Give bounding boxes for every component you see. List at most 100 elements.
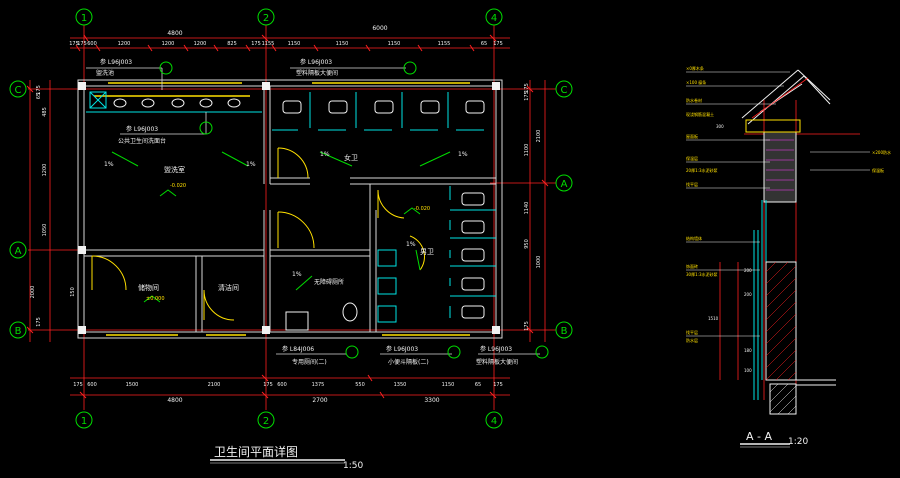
ref-4b: 专用厕间(二) [292,358,327,366]
dim-left-7: 175 [36,317,42,327]
section-beam [763,131,797,203]
note-8: 找平层 [686,181,698,187]
section-dim-6: 100 [744,368,752,373]
dim-bottom-total-3: 3300 [424,397,439,404]
room-cleaning: 储物间 [138,283,159,292]
dim-bottom-detail-8: 1350 [394,382,407,388]
grid-label-top-4: 4 [491,13,497,24]
room-accessible: 无障碍厕所 [314,278,344,286]
ref-1b: 盥洗池 [96,69,114,77]
note-6: 保温层 [686,155,698,161]
toilets [282,100,485,331]
dim-top-detail-10: 1150 [336,41,349,47]
slope-arrows [111,151,451,303]
dim-bottom-detail-5: 600 [277,382,287,388]
plan-title: 卫生间平面详图 [214,444,298,459]
dim-top-detail-6: 825 [227,41,237,47]
dim-bottom-detail-7: 550 [355,382,365,388]
ref-2b: 塑料隔板大便间 [296,69,338,77]
note-low-3: 找平层 [686,329,698,335]
section-notes: ×0厚木条 ×100 檩条 防水卷材 现浇钢筋混凝土 屋面板 保温层 20厚1:… [686,65,891,343]
note-low-4: 防水层 [686,337,698,343]
fixtures [86,91,496,323]
section-dim-3: 180 [744,348,752,353]
grid-label-right-a: A [561,179,568,190]
doors [91,147,425,321]
windows [94,82,470,336]
note-right-1: ×200防水 [872,149,891,155]
section-dim-2: 200 [744,292,752,297]
dim-top-detail-12: 1155 [438,41,451,47]
dim-top-detail-5: 1200 [194,41,207,47]
plan-title-block: 卫生间平面详图 1:50 [210,444,363,471]
room-mens: 男卫 [420,248,434,256]
grid-label-bottom-2: 2 [263,416,269,427]
grid-bubbles [9,8,573,429]
dim-top-total: 4800 6000 [167,25,387,37]
note-3: 防水卷材 [686,97,702,103]
slope-6: 1% [406,241,416,248]
dim-bottom-detail-1: 600 [87,382,97,388]
dim-right-6: 1000 [536,256,542,269]
slope-1: 1% [104,161,114,168]
grid-label-right-c: C [561,85,568,96]
dimension-ticks [26,34,549,399]
note-4: 现浇钢筋混凝土 [686,111,714,117]
room-washroom: 盥洗室 [164,165,185,174]
ref-3b: 公共卫生间洗面台 [118,137,166,145]
dim-left-6: 150 [70,287,76,297]
dim-top-detail-14: 175 [493,41,503,47]
note-5: 屋面板 [686,133,698,139]
sinks [113,98,241,108]
grid-label-left-b: B [15,326,22,337]
dim-right-2: 1100 [524,144,530,157]
ref-2: 参 L96J003 [300,58,332,66]
dim-bottom-detail-9: 1150 [442,382,455,388]
dim-top-detail-9: 1150 [288,41,301,47]
grid-label-left-a: A [15,246,22,257]
dim-top-detail-3: 1200 [118,41,131,47]
note-right-2: 保温板 [872,167,884,173]
dim-top-detail-0: 175 [69,41,79,47]
dim-left-0: 175 [36,85,42,95]
dim-top-total-1: 4800 [167,30,182,37]
note-low-2: 30厚1:3水泥砂浆 [686,271,718,277]
dim-top-detail-1: 175 [77,41,87,47]
dim-bottom-detail-3: 2100 [208,382,221,388]
dim-top-total-2: 6000 [372,25,387,32]
dim-bottom-detail-6: 1375 [312,382,325,388]
section-drawing: ×0厚木条 ×100 檩条 防水卷材 现浇钢筋混凝土 屋面板 保温层 20厚1:… [686,65,891,448]
dim-bottom-detail-11: 175 [493,382,503,388]
section-dim-4: 1510 [708,316,719,321]
room-janitor: 清洁间 [218,283,239,292]
level-washroom: -0.020 [170,183,186,189]
note-mid-1: 结构墙体 [686,235,702,241]
slope-4: 1% [458,151,468,158]
dim-bottom-detail-4: 175 [263,382,273,388]
ref-6: 参 L96J003 [480,345,512,353]
level-cleaning: ±0.000 [146,296,165,302]
dim-right-5: 950 [524,239,530,249]
grid-label-bottom-1: 1 [81,416,87,427]
ref-4: 参 L84J006 [282,345,314,353]
section-dim-5: 200 [744,268,752,273]
slope-5: 1% [292,271,302,278]
dim-bottom-total: 4800 2700 3300 [167,397,439,404]
ref-labels: 参 L96J003 盥洗池 参 L96J003 塑料隔板大便间 参 L96J00… [96,58,518,366]
note-low-1: 饰面砖 [686,263,698,269]
section-title: A - A [746,430,772,443]
columns [78,82,500,334]
dim-bottom-detail-10: 65 [475,382,481,388]
section-scale: 1:20 [788,437,808,447]
grid-label-right-b: B [561,326,568,337]
grid-label-top-1: 1 [81,13,87,24]
slope-2: 1% [246,161,256,168]
level-mens: -0.020 [414,206,430,212]
dim-bottom-detail-2: 1500 [126,382,139,388]
plan-scale: 1:50 [343,461,363,471]
dim-left-4: 1050 [42,224,48,237]
dim-left-5: 2000 [30,286,36,299]
grid-label-bottom-4: 4 [491,416,497,427]
dim-right-0: 175 [524,83,530,93]
